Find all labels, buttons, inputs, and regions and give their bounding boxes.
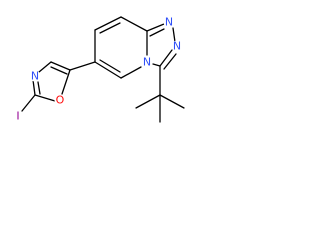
oxazole-o-label: O [56,94,65,107]
bond-n3-c2-double [37,81,41,95]
iodine-label: I [16,110,19,123]
bond-c4-c4-double [50,66,68,75]
atom-labels: N O I N N N [13,16,183,123]
bond-n3-c2 [32,79,36,96]
molecule-diagram: N O I N N N [13,16,185,123]
bond-n2-c3 [159,49,173,67]
bond-n2-c3-double [163,53,177,70]
atom-oxazole-n: N [29,70,41,83]
triazole-n1-label: N [165,16,173,29]
bonds [21,16,185,123]
bond-c5-c6 [69,61,96,71]
bond-c7-c8 [94,16,122,31]
bond-c7-c8-double [99,22,121,34]
bond-c5p-c6 [94,61,122,79]
atom-oxazole-o: O [54,94,66,107]
bond-c2-i [21,94,36,112]
bond-n1-n2 [172,27,176,43]
bond-c4-n3 [38,61,52,73]
bond-cq-me1 [135,94,161,109]
atom-iodine: I [13,110,23,123]
bond-c2-o1 [34,94,56,102]
bond-c5p-c6-double [99,59,121,73]
bond-c3-n4 [152,63,161,67]
bond-c8a-n1 [146,23,165,32]
bond-c5-c4 [50,61,71,71]
atom-bridge-n: N [141,56,153,69]
bond-o1-c5 [61,69,71,95]
bond-n4-c5p [120,66,142,79]
bond-c8-c8a [120,16,148,32]
atom-triazole-n2: N [171,40,183,53]
triazole-n2-label: N [173,40,181,53]
bond-cq-me2 [159,94,185,109]
oxazole-n-label: N [31,70,39,83]
bond-c8a-n1-double [149,28,165,37]
atom-triazole-n1: N [163,16,175,29]
bridge-n-label: N [143,56,151,69]
